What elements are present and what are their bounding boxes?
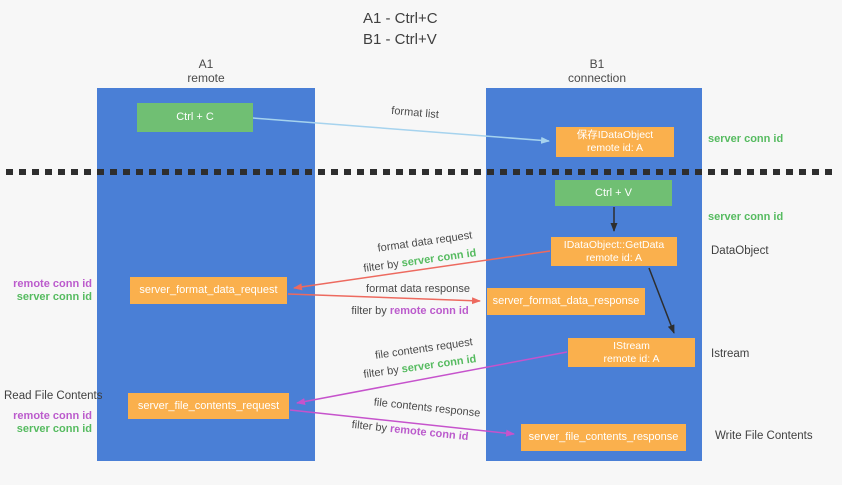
label-remote-conn-id-value-1: remote conn id (389, 305, 469, 317)
node-server-format-data-request-label: server_format_data_request (139, 284, 278, 296)
node-server-format-data-response-label: server_format_data_response (492, 295, 640, 307)
lane-header-b1: B1 connection (537, 57, 657, 85)
node-server-file-contents-request: server_file_contents_request (128, 393, 289, 419)
label-write-file-contents: Write File Contents (715, 430, 813, 442)
node-save-idataobject-line1: 保存IDataObject (576, 129, 654, 141)
label-filter-by-remote-conn-id-1: filter by remote conn id (340, 305, 480, 318)
node-server-file-contents-response-label: server_file_contents_response (528, 431, 679, 443)
node-server-file-contents-request-label: server_file_contents_request (137, 399, 280, 412)
node-ctrl-c: Ctrl + C (137, 103, 253, 132)
diagram-title-line1: A1 - Ctrl+C (363, 10, 438, 27)
label-server-conn-id-left-lower: server conn id (16, 423, 92, 435)
label-format-list: format list (390, 104, 440, 122)
node-idataobject-getdata-line2: remote id: A (585, 251, 643, 264)
label-server-conn-id-left-upper: server conn id (16, 291, 92, 303)
diagram-title-line2: B1 - Ctrl+V (363, 31, 437, 48)
label-filter-by-text-1: filter by (362, 258, 400, 275)
node-idataobject-getdata-line1: IDataObject::GetData (563, 238, 665, 251)
label-server-conn-id-right-top: server conn id (708, 133, 784, 145)
label-server-conn-id-right-mid: server conn id (708, 211, 784, 223)
node-server-format-data-request: server_format_data_request (130, 277, 287, 304)
lane-a1-role: remote (187, 71, 225, 85)
label-filter-by-remote-conn-id-2: filter by remote conn id (340, 418, 481, 446)
node-istream-line1: IStream (613, 339, 650, 352)
node-ctrl-v-label: Ctrl + V (595, 186, 632, 199)
label-remote-conn-id-left-lower: remote conn id (13, 410, 92, 422)
lane-header-a1: A1 remote (146, 57, 266, 85)
label-format-data-response: format data response (366, 283, 470, 295)
node-istream: IStream remote id: A (568, 338, 695, 367)
node-ctrl-v: Ctrl + V (555, 180, 672, 206)
node-server-file-contents-response: server_file_contents_response (521, 424, 686, 451)
node-idataobject-getdata: IDataObject::GetData remote id: A (551, 237, 677, 266)
label-filter-by-text-4: filter by (351, 418, 388, 435)
label-read-file-contents: Read File Contents (4, 390, 103, 402)
label-istream: Istream (711, 348, 750, 360)
node-server-format-data-response: server_format_data_response (487, 288, 645, 315)
node-istream-line2: remote id: A (603, 352, 660, 365)
node-save-idataobject: 保存IDataObject remote id: A (556, 127, 674, 157)
lane-a1-id: A1 (198, 57, 214, 71)
dotted-separator-line (6, 169, 838, 175)
diagram-title: A1 - Ctrl+C B1 - Ctrl+V (363, 8, 438, 50)
label-filter-by-text-2: filter by (351, 305, 387, 317)
label-remote-conn-id-value-2: remote conn id (389, 422, 470, 444)
label-file-contents-response: file contents response (373, 396, 481, 420)
node-ctrl-c-label: Ctrl + C (176, 111, 214, 123)
lane-b1-id: B1 (589, 57, 605, 71)
lane-b1-role: connection (567, 71, 627, 85)
label-remote-conn-id-left-upper: remote conn id (13, 278, 92, 290)
label-filter-by-text-3: filter by (362, 364, 400, 381)
label-dataobject: DataObject (711, 245, 769, 257)
node-save-idataobject-line2: remote id: A (586, 142, 644, 154)
